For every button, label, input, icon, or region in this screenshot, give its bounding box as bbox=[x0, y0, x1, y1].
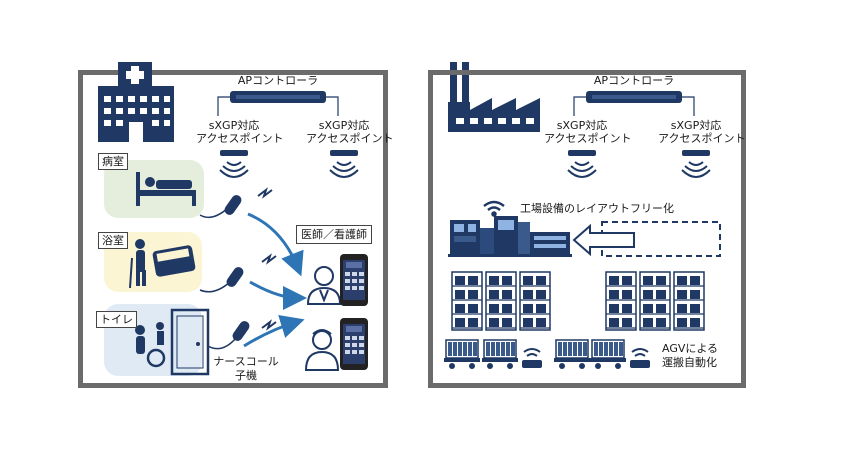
access-point-label-line2: アクセスポイント bbox=[658, 132, 746, 145]
nurse-call-handset-icon bbox=[199, 195, 242, 219]
access-point-label-line2: アクセスポイント bbox=[544, 132, 632, 145]
factory-panel bbox=[428, 70, 746, 388]
agv-cart-icon bbox=[590, 339, 626, 369]
agv-cart-icon bbox=[554, 339, 590, 369]
agv-label-line1: AGVによる bbox=[662, 342, 719, 355]
signal-bolt-icon bbox=[257, 187, 277, 331]
agv-cart-icon bbox=[444, 339, 480, 369]
bathroom-area bbox=[104, 232, 202, 292]
warehouse-racks bbox=[451, 271, 705, 331]
access-point-icon bbox=[329, 150, 359, 178]
relocation-arrow bbox=[572, 223, 635, 257]
factory-machine-line-icon bbox=[448, 216, 572, 257]
handset-label-line2: 子機 bbox=[235, 369, 257, 382]
smartphone-icon bbox=[340, 254, 368, 306]
staff-label: 医師／看護師 bbox=[296, 225, 372, 244]
ap-controller-device-icon bbox=[586, 91, 682, 103]
access-point-icon bbox=[219, 150, 249, 178]
agv-fleet bbox=[444, 339, 650, 369]
access-point-icon bbox=[681, 150, 711, 178]
access-point-label-line1: sXGP対応 bbox=[318, 119, 370, 132]
bathtub-icon bbox=[129, 239, 196, 289]
agv-robot-icon bbox=[630, 348, 650, 368]
bed-icon bbox=[136, 172, 196, 206]
factory-building-icon bbox=[448, 62, 540, 132]
access-point-label-line1: sXGP対応 bbox=[208, 119, 260, 132]
nurse-icon bbox=[304, 329, 340, 371]
wifi-icon bbox=[483, 200, 505, 217]
signal-arrow bbox=[243, 212, 307, 348]
ap-connection-lines bbox=[217, 96, 339, 116]
shelf-rack-icon bbox=[451, 271, 483, 331]
shelf-rack-icon bbox=[639, 271, 671, 331]
shelf-rack-icon bbox=[485, 271, 517, 331]
nurse-call-handset-icon bbox=[207, 321, 250, 350]
shelf-rack-icon bbox=[605, 271, 637, 331]
smartphone-icon bbox=[340, 318, 368, 370]
access-point-label-line1: sXGP対応 bbox=[670, 119, 722, 132]
agv-label-line2: 運搬自動化 bbox=[662, 356, 717, 369]
room-label-bathroom: 浴室 bbox=[98, 232, 128, 249]
access-point-label-line1: sXGP対応 bbox=[556, 119, 608, 132]
patient-room-area bbox=[104, 160, 204, 218]
room-label-patient-room: 病室 bbox=[98, 153, 128, 170]
hospital-building-icon bbox=[98, 62, 174, 142]
access-point-label-line2: アクセスポイント bbox=[196, 132, 284, 145]
agv-cart-icon bbox=[482, 339, 518, 369]
ap-controller-label: APコントローラ bbox=[237, 74, 319, 87]
ap-controller-device-icon bbox=[230, 91, 326, 103]
ap-controller-label: APコントローラ bbox=[593, 74, 675, 87]
handset-label-line1: ナースコール bbox=[213, 355, 279, 368]
doctor-icon bbox=[306, 266, 342, 305]
shelf-rack-icon bbox=[519, 271, 551, 331]
access-point-label-line2: アクセスポイント bbox=[306, 132, 394, 145]
agv-robot-icon bbox=[522, 348, 542, 368]
access-point-icon bbox=[567, 150, 597, 178]
room-label-toilet: トイレ bbox=[96, 311, 137, 328]
layout-free-label: 工場設備のレイアウトフリー化 bbox=[520, 202, 674, 215]
toilet-door-icon bbox=[135, 308, 210, 376]
nurse-call-handset-icon bbox=[199, 267, 244, 293]
ap-connection-lines bbox=[573, 96, 695, 116]
relocation-target-area bbox=[601, 221, 721, 257]
shelf-rack-icon bbox=[673, 271, 705, 331]
